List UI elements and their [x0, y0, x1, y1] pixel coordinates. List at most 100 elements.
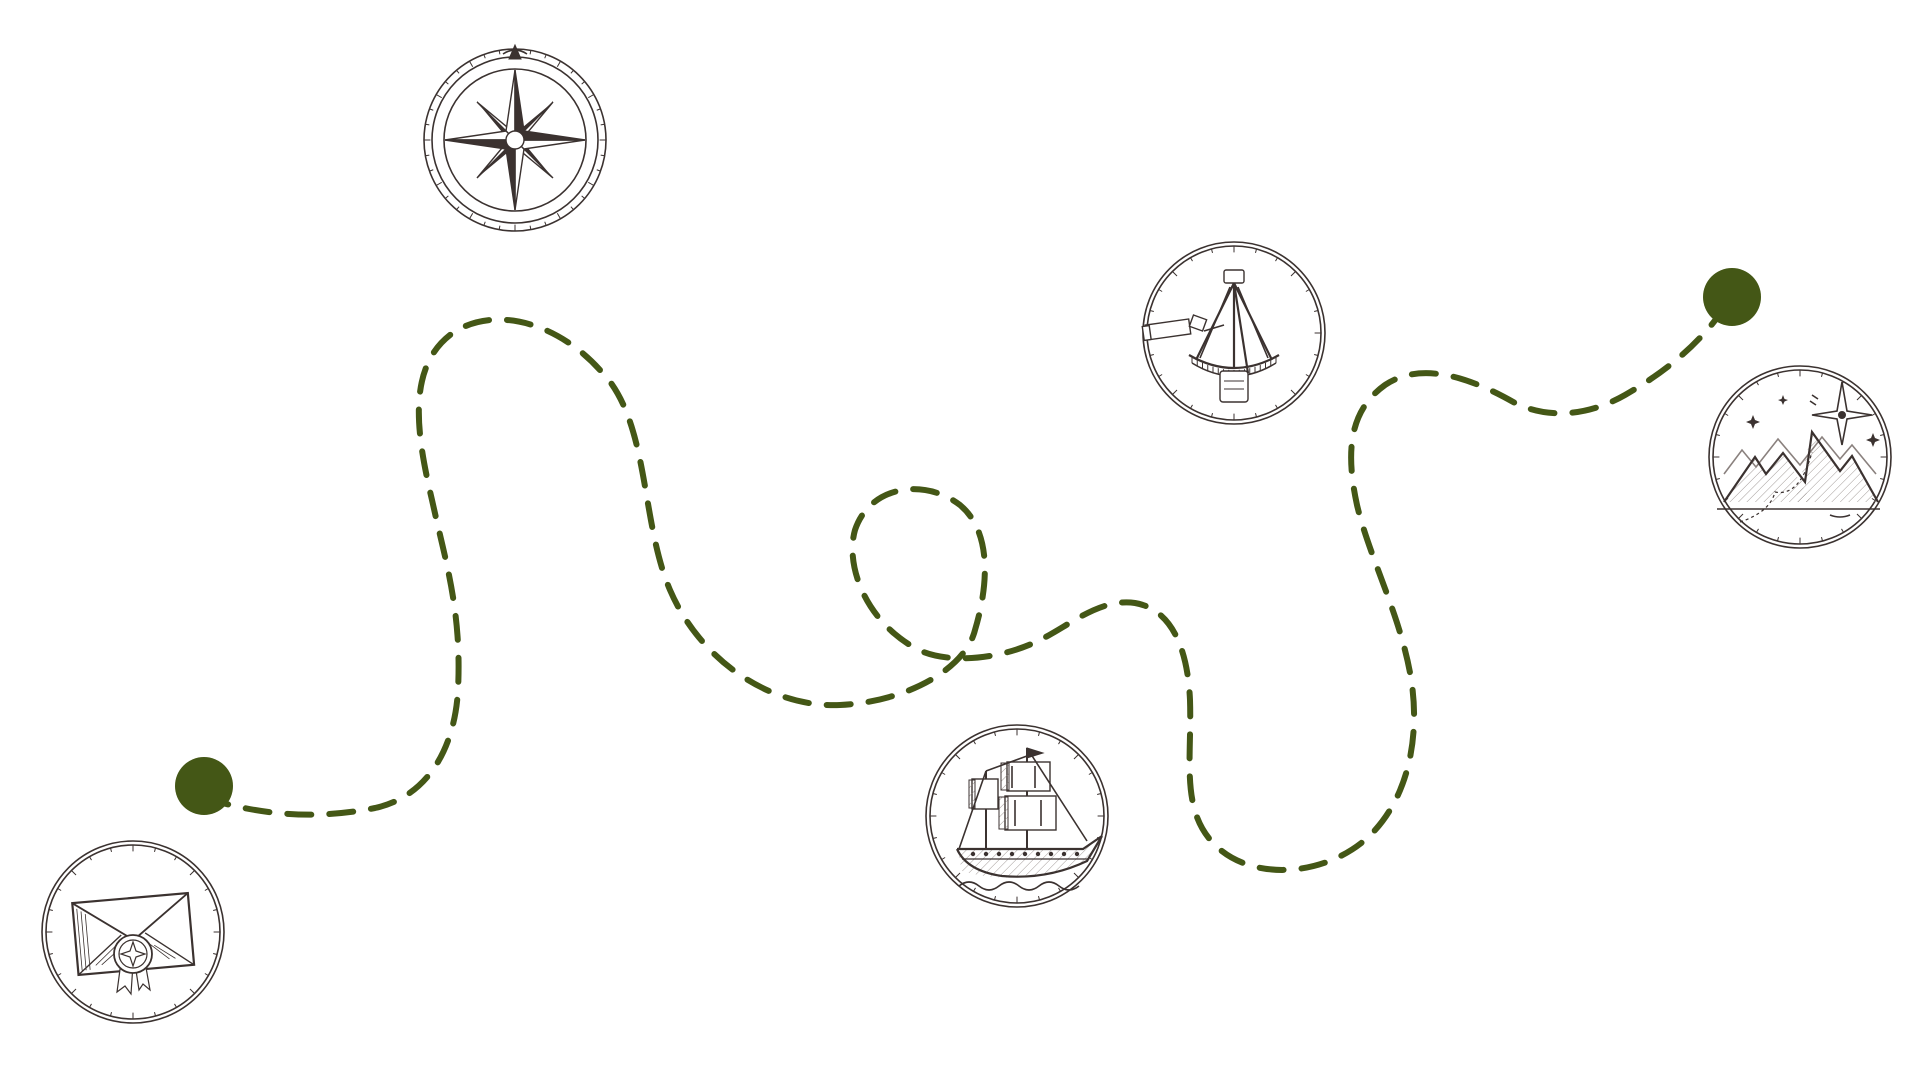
ring-tick	[1856, 395, 1862, 401]
ring-tick	[1158, 289, 1163, 292]
ring-tick	[932, 792, 937, 796]
ring-tick	[483, 221, 486, 226]
ring-tick	[1037, 896, 1041, 901]
ring-tick	[1871, 413, 1876, 416]
ring-tick	[1756, 381, 1759, 386]
ring-tick	[71, 988, 77, 994]
ring-tick	[456, 69, 460, 74]
ring-tick	[932, 836, 937, 840]
ring-tick	[1037, 731, 1041, 736]
ring-tick	[1776, 537, 1780, 542]
porthole	[1048, 851, 1054, 857]
dashed-route-path	[202, 297, 1733, 873]
ring-tick	[469, 213, 474, 220]
porthole	[1009, 851, 1015, 857]
mountains-star-icon	[1708, 365, 1892, 549]
ring-tick	[429, 169, 434, 172]
ring-tick	[153, 1012, 157, 1017]
compass-rose-icon	[423, 43, 607, 232]
ring-tick	[483, 54, 486, 59]
porthole	[1022, 851, 1028, 857]
ring-tick	[1149, 309, 1154, 313]
ring-tick	[425, 154, 430, 157]
ring-tick	[1724, 413, 1729, 416]
ring-tick	[1254, 413, 1258, 418]
ring-tick	[556, 60, 561, 67]
sealed-envelope-icon	[41, 840, 225, 1024]
ring-tick	[1715, 433, 1720, 437]
ring-tick	[425, 123, 430, 126]
ring-tick	[57, 888, 62, 891]
ring-tick	[529, 50, 532, 55]
ring-tick	[544, 54, 547, 59]
ring-tick	[204, 888, 209, 891]
ring-tick	[1314, 309, 1319, 313]
ring-tick	[71, 870, 77, 876]
ring-tick	[1305, 289, 1310, 292]
ring-tick	[1172, 271, 1178, 277]
start-marker	[175, 757, 233, 815]
ring-tick	[556, 213, 561, 220]
ring-tick	[1841, 528, 1844, 533]
ring-tick	[444, 81, 449, 85]
end-marker	[1703, 268, 1761, 326]
ring-tick	[581, 195, 586, 199]
ring-tick	[570, 206, 574, 211]
sailing-ship-icon	[925, 724, 1109, 908]
ring-tick	[581, 81, 586, 85]
ring-tick	[1254, 248, 1258, 253]
ring-tick	[1314, 353, 1319, 357]
ring-tick	[1275, 257, 1278, 262]
ring-tick	[993, 896, 997, 901]
ring-tick	[600, 123, 605, 126]
ring-tick	[1058, 887, 1061, 892]
ring-tick	[189, 870, 195, 876]
ring-tick	[444, 195, 449, 199]
ring-tick	[588, 94, 595, 99]
ring-tick	[435, 181, 442, 186]
ring-tick	[955, 754, 961, 760]
ring-tick	[89, 1003, 92, 1008]
ring-tick	[1172, 389, 1178, 395]
porthole	[1074, 851, 1080, 857]
ring-tick	[1275, 404, 1278, 409]
ring-tick	[1158, 374, 1163, 377]
ring-tick	[1756, 528, 1759, 533]
ring-tick	[1880, 433, 1885, 437]
ring-tick	[1738, 513, 1744, 519]
ring-tick	[48, 952, 53, 956]
ring-tick	[1856, 513, 1862, 519]
ring-tick	[498, 225, 501, 230]
porthole	[996, 851, 1002, 857]
ring-tick	[1058, 740, 1061, 745]
ring-tick	[498, 50, 501, 55]
ring-tick	[1190, 257, 1193, 262]
porthole	[1035, 851, 1041, 857]
porthole	[983, 851, 989, 857]
ring-tick	[1820, 372, 1824, 377]
ring-tick	[1738, 395, 1744, 401]
ring-tick	[456, 206, 460, 211]
ring-tick	[189, 988, 195, 994]
ring-tick	[600, 154, 605, 157]
ring-tick	[469, 60, 474, 67]
ring-tick	[1210, 413, 1214, 418]
ring-tick	[109, 847, 113, 852]
ring-tick	[1290, 389, 1296, 395]
ring-tick	[429, 108, 434, 111]
ring-tick	[1776, 372, 1780, 377]
ring-tick	[1820, 537, 1824, 542]
ring-tick	[435, 94, 442, 99]
ring-tick	[1088, 772, 1093, 775]
ring-tick	[955, 872, 961, 878]
ring-tick	[993, 731, 997, 736]
ring-tick	[89, 856, 92, 861]
ring-tick	[596, 108, 601, 111]
ring-tick	[570, 69, 574, 74]
ring-tick	[174, 1003, 177, 1008]
ring-tick	[596, 169, 601, 172]
ring-tick	[1210, 248, 1214, 253]
ring-tick	[941, 857, 946, 860]
ring-tick	[48, 908, 53, 912]
ring-tick	[973, 887, 976, 892]
